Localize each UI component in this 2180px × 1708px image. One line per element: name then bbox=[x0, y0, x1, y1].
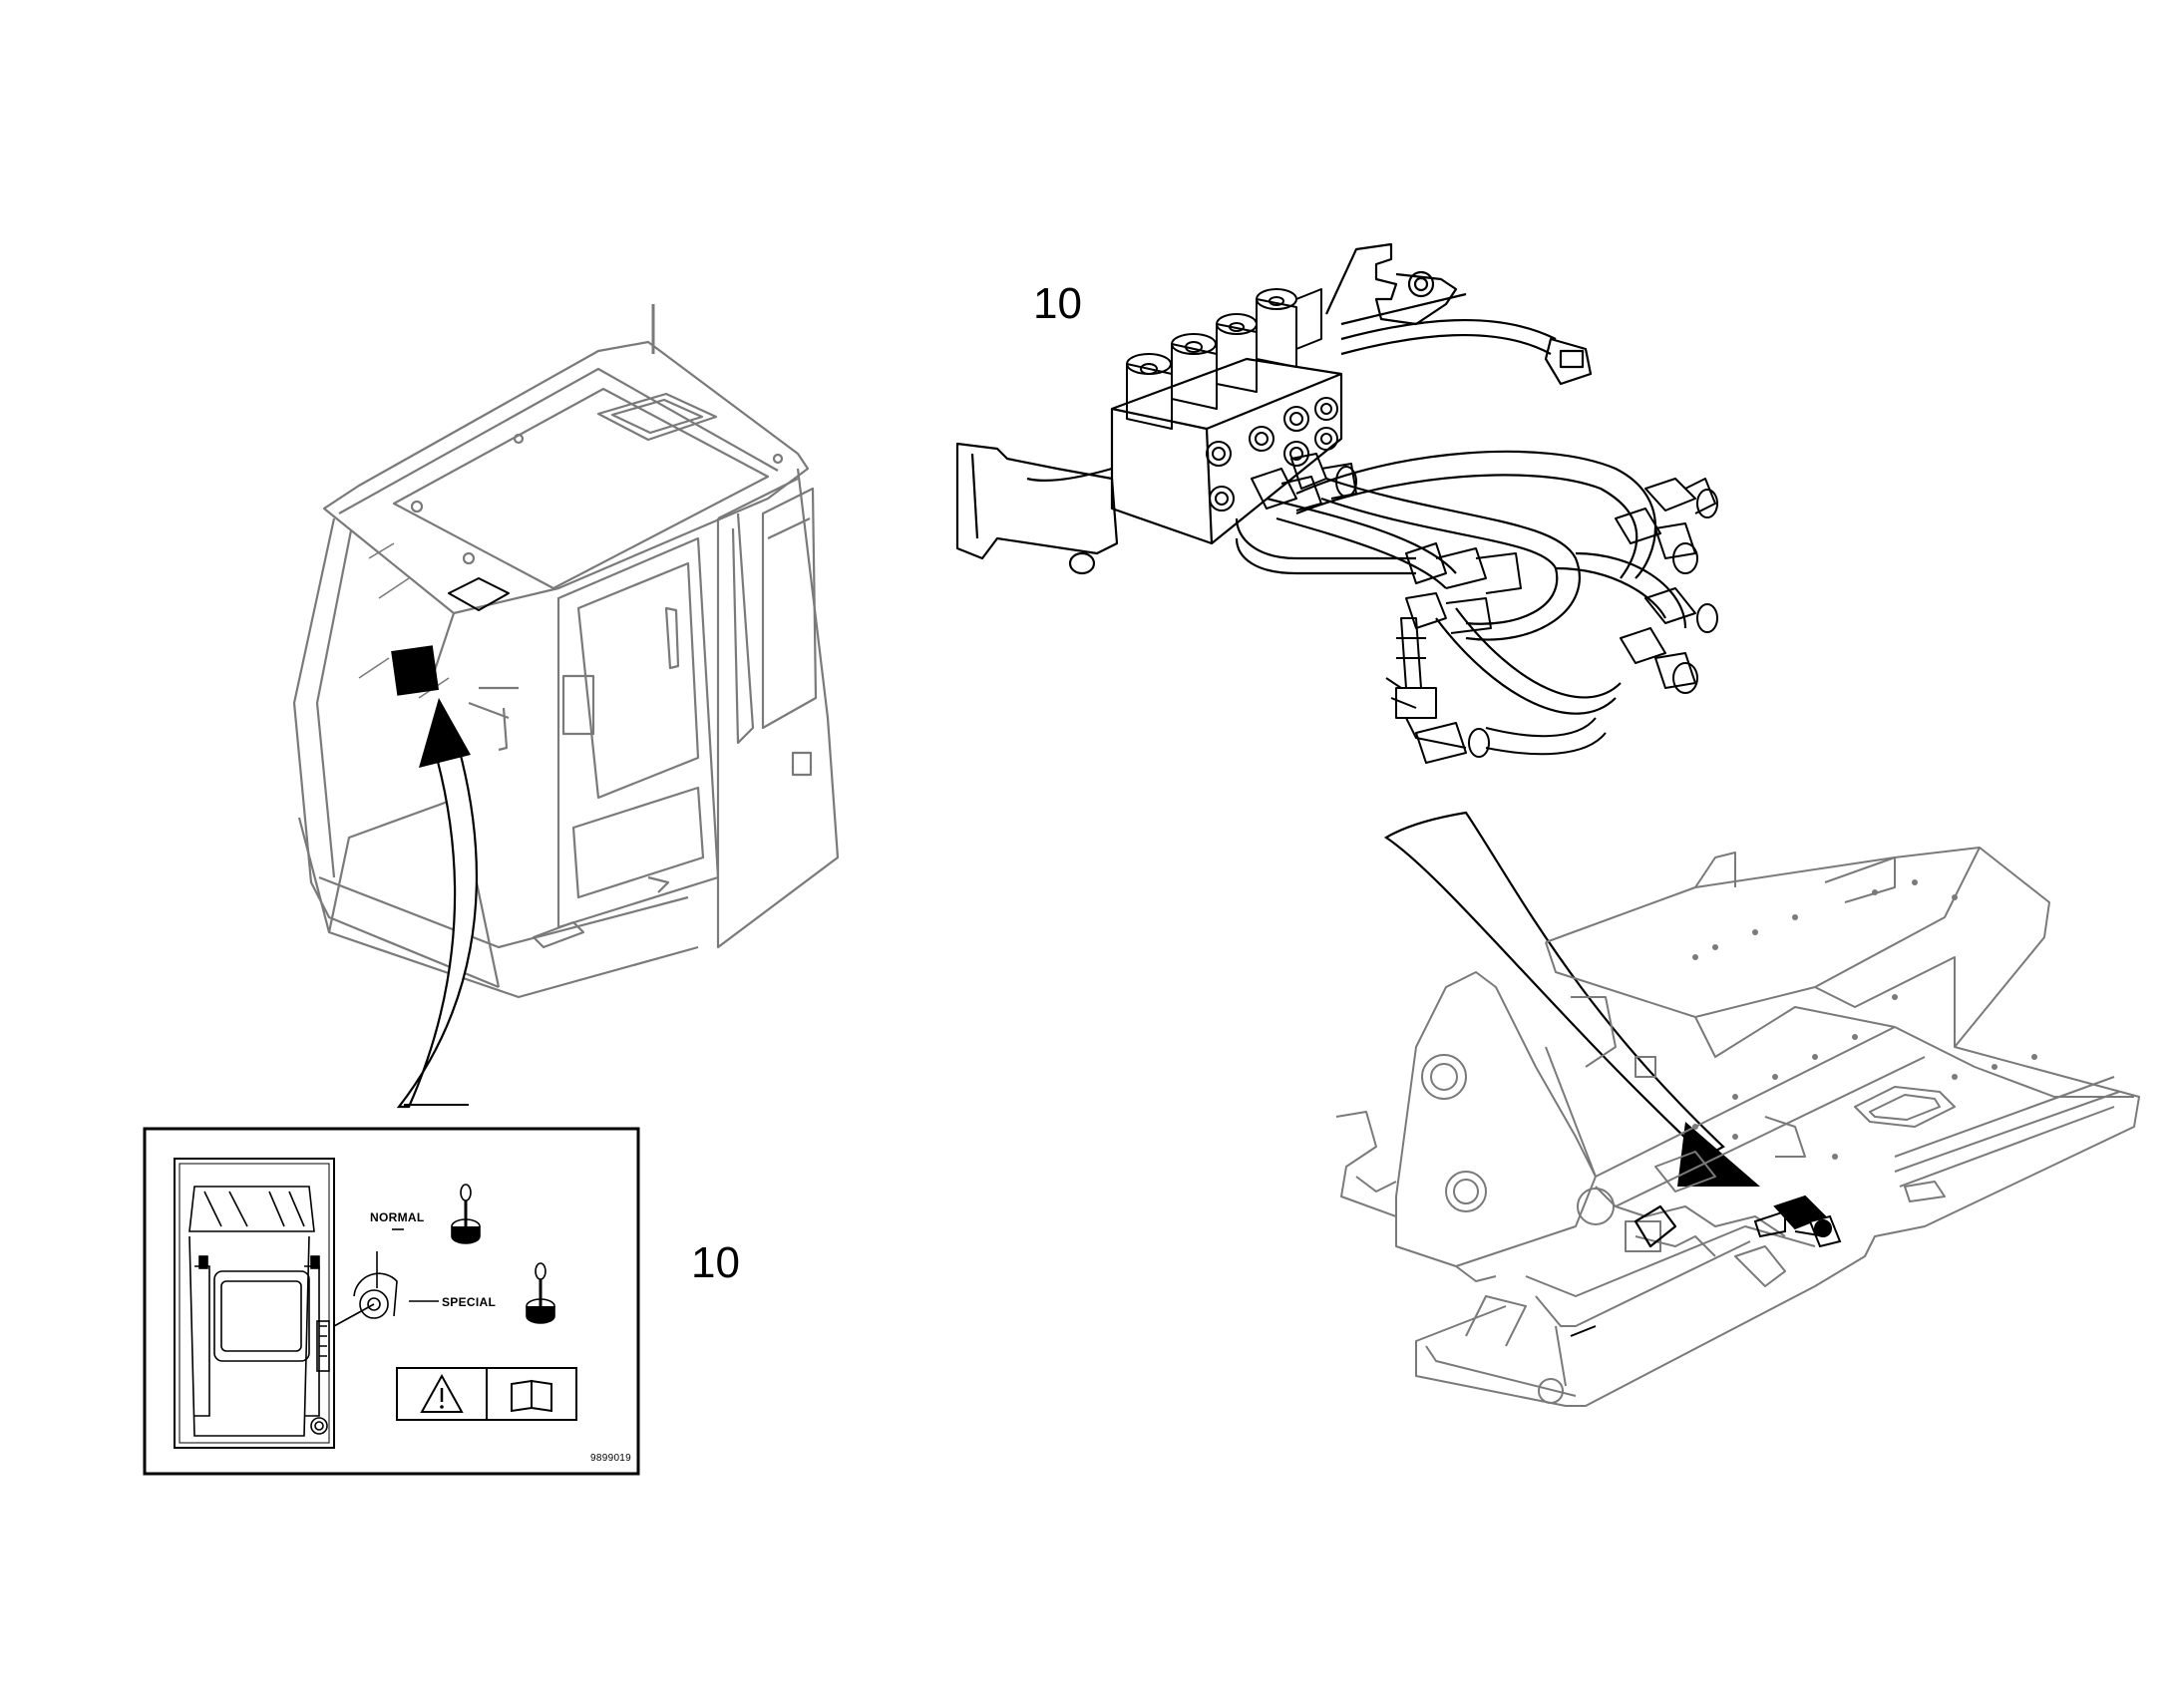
toggle-switch-normal-icon bbox=[451, 1184, 481, 1244]
decal-location-marker bbox=[391, 645, 439, 696]
switch-position-normal-label: NORMAL bbox=[370, 1210, 425, 1224]
inset-frame bbox=[143, 1127, 640, 1476]
pointer-arrow-chassis bbox=[1383, 811, 1760, 1187]
operator-cab bbox=[292, 304, 840, 999]
callout-item-10-decal: 10 bbox=[691, 1238, 740, 1287]
toggle-switch-special-icon bbox=[526, 1262, 555, 1324]
valve-block-assembly bbox=[955, 242, 1718, 764]
switch-position-special-label: SPECIAL bbox=[442, 1295, 497, 1309]
manual-book-icon bbox=[511, 1379, 552, 1413]
callout-item-10-valve: 10 bbox=[1033, 279, 1082, 328]
pointer-arrow-cab bbox=[396, 698, 479, 1109]
decal-inset bbox=[143, 1127, 640, 1476]
figure-code-label: 9899019 bbox=[590, 1453, 632, 1464]
valve-location-marker bbox=[1753, 1195, 1842, 1248]
upper-frame-chassis bbox=[1335, 847, 2140, 1407]
warning-triangle-icon bbox=[420, 1373, 464, 1413]
